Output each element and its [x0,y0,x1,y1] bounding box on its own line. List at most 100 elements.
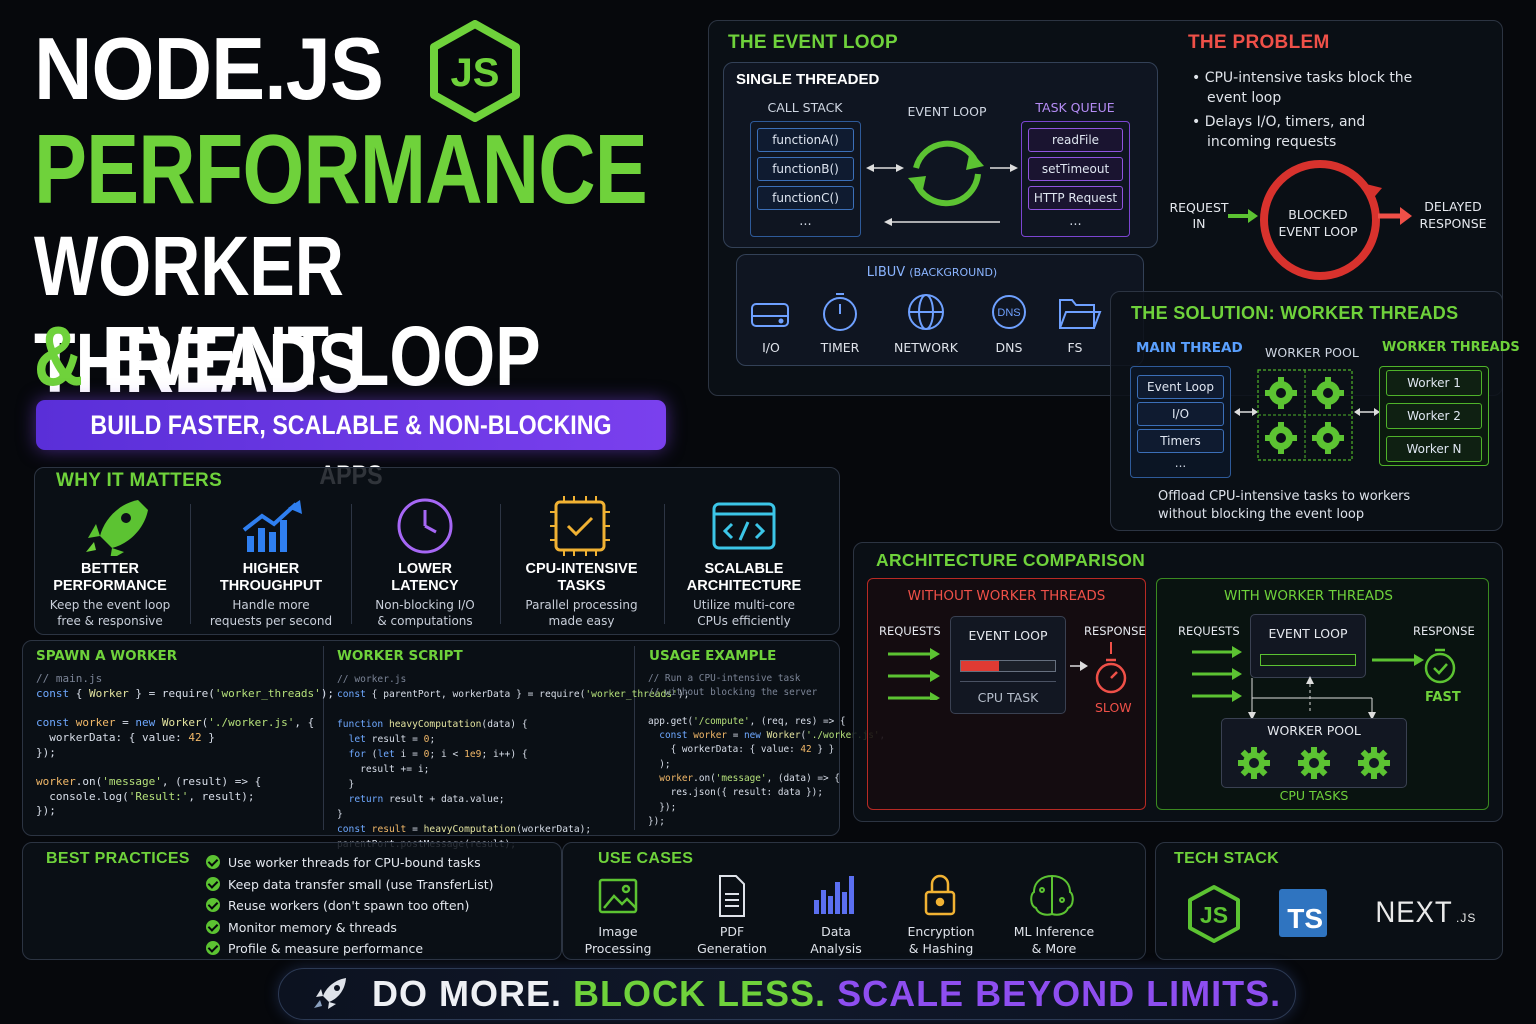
event-loop-heading: THE EVENT LOOP [728,32,898,53]
spawn-heading: SPAWN A WORKER [36,648,178,664]
code-window-icon [712,502,776,550]
globe-icon [908,294,944,330]
why-icons [86,496,776,556]
main-thread-item: Event Loop [1137,375,1224,399]
worker-threads-label: WORKER THREADS [1382,340,1520,355]
tech-stack-heading: TECH STACK [1174,850,1279,867]
growth-chart-icon [242,500,302,552]
worker-script-code: // worker.js const { parentPort, workerD… [337,674,690,850]
with-event-loop-label: EVENT LOOP [1268,626,1348,641]
disk-drive-icon [751,303,789,327]
problem-bullets: • CPU-intensive tasks block the event lo… [1192,68,1412,152]
stopwatch-icon [823,293,857,331]
padlock-icon [924,874,956,916]
main-thread-item: I/O [1137,402,1224,426]
task-queue-item: HTTP Request [1028,186,1123,210]
best-practices-panel [22,842,562,960]
worker-pool-label: WORKER POOL [1265,345,1359,360]
event-loop-cycle-icon [866,140,1018,226]
best-practice-item: Profile & measure performance [206,938,494,960]
slow-label: SLOW [1095,700,1132,715]
code-panel [22,640,840,836]
architecture-heading: ARCHITECTURE COMPARISON [876,550,1146,570]
problem-bullet: • CPU-intensive tasks block the [1192,70,1413,86]
problem-bullet-cont: incoming requests [1207,134,1337,150]
ampersand: & [34,309,84,403]
task-queue-item: setTimeout [1028,157,1123,181]
libuv-item-network: NETWORK [894,340,958,355]
footer-rocket-icon [314,978,346,1009]
check-icon [206,919,220,934]
call-stack-ellipsis: ... [799,214,812,229]
brain-circuit-icon [1030,874,1074,916]
solution-heading: THE SOLUTION: WORKER THREADS [1131,303,1459,323]
tagline-banner: BUILD FASTER, SCALABLE & NON-BLOCKING AP… [36,400,666,490]
slogan-part-do-more: DO MORE. [372,973,563,1014]
usage-example-code: // Run a CPU-intensive task // without b… [648,673,885,827]
libuv-sub: (BACKGROUND) [909,266,998,279]
with-pool-gears [1238,747,1390,779]
rocket-icon [86,500,148,556]
title-line-event-loop: & EVENT LOOP [34,308,541,405]
title-line-nodejs: NODE.JS [34,19,384,118]
without-response-label: RESPONSE [1084,624,1146,638]
check-icon [206,855,220,869]
best-practice-item: Reuse workers (don't spawn too often) [206,895,494,917]
main-thread-label: MAIN THREAD [1136,340,1243,356]
problem-bullet-cont: event loop [1207,90,1282,106]
without-cpu-task-label: CPU TASK [977,690,1039,705]
libuv-icons: DNS [751,293,1102,331]
footer-slogan: DO MORE. BLOCK LESS. SCALE BEYOND LIMITS… [372,972,1281,1016]
call-stack-frame [750,121,861,237]
worker-item: Worker N [1386,436,1482,462]
libuv-item-timer: TIMER [820,340,860,355]
bar-chart-icon [814,876,854,914]
main-thread-item: Timers [1137,429,1224,453]
hexagon-js-text: JS [451,51,500,95]
why-heading: WHY IT MATTERS [56,470,223,491]
single-threaded-box [723,62,1158,248]
problem-bullet: • Delays I/O, timers, and [1192,114,1366,130]
use-case-label: ML Inference& More [1013,924,1095,956]
with-arrows [1192,646,1456,720]
title-line-worker-threads: WORKER THREADS [34,219,363,410]
without-label: WITHOUT WORKER THREADS [907,588,1106,604]
pdf-document-icon [719,875,745,917]
blocked-loop-diagram [1228,160,1412,280]
dns-glyph: DNS [997,307,1020,319]
with-worker-pool-label: WORKER POOL [1267,723,1361,738]
libuv-item-io: I/O [762,340,780,355]
with-event-loop-box [1250,614,1366,678]
use-cases-heading: USE CASES [598,850,694,867]
check-icon [206,941,220,955]
without-requests-label: REQUESTS [879,624,941,638]
libuv-item-fs: FS [1067,340,1083,355]
use-case-icons [598,874,1074,917]
with-bar [1260,654,1356,666]
with-requests-label: REQUESTS [1178,624,1240,638]
best-practices-heading: BEST PRACTICES [46,850,190,867]
worker-item: Worker 1 [1386,370,1482,396]
cpu-chip-icon [550,496,610,556]
title-line-performance: PERFORMANCE [34,114,648,224]
use-case-label: Encryption& Hashing [907,924,975,956]
without-arrows [888,642,1127,700]
libuv-name: LIBUV [866,265,906,280]
best-practice-item: Monitor memory & threads [206,917,494,939]
with-response-label: RESPONSE [1413,624,1475,638]
check-icon [206,876,220,891]
worker-pool-gears [1234,369,1380,461]
why-it-matters-panel [34,467,840,635]
main-thread-ellipsis: ... [1174,456,1187,470]
